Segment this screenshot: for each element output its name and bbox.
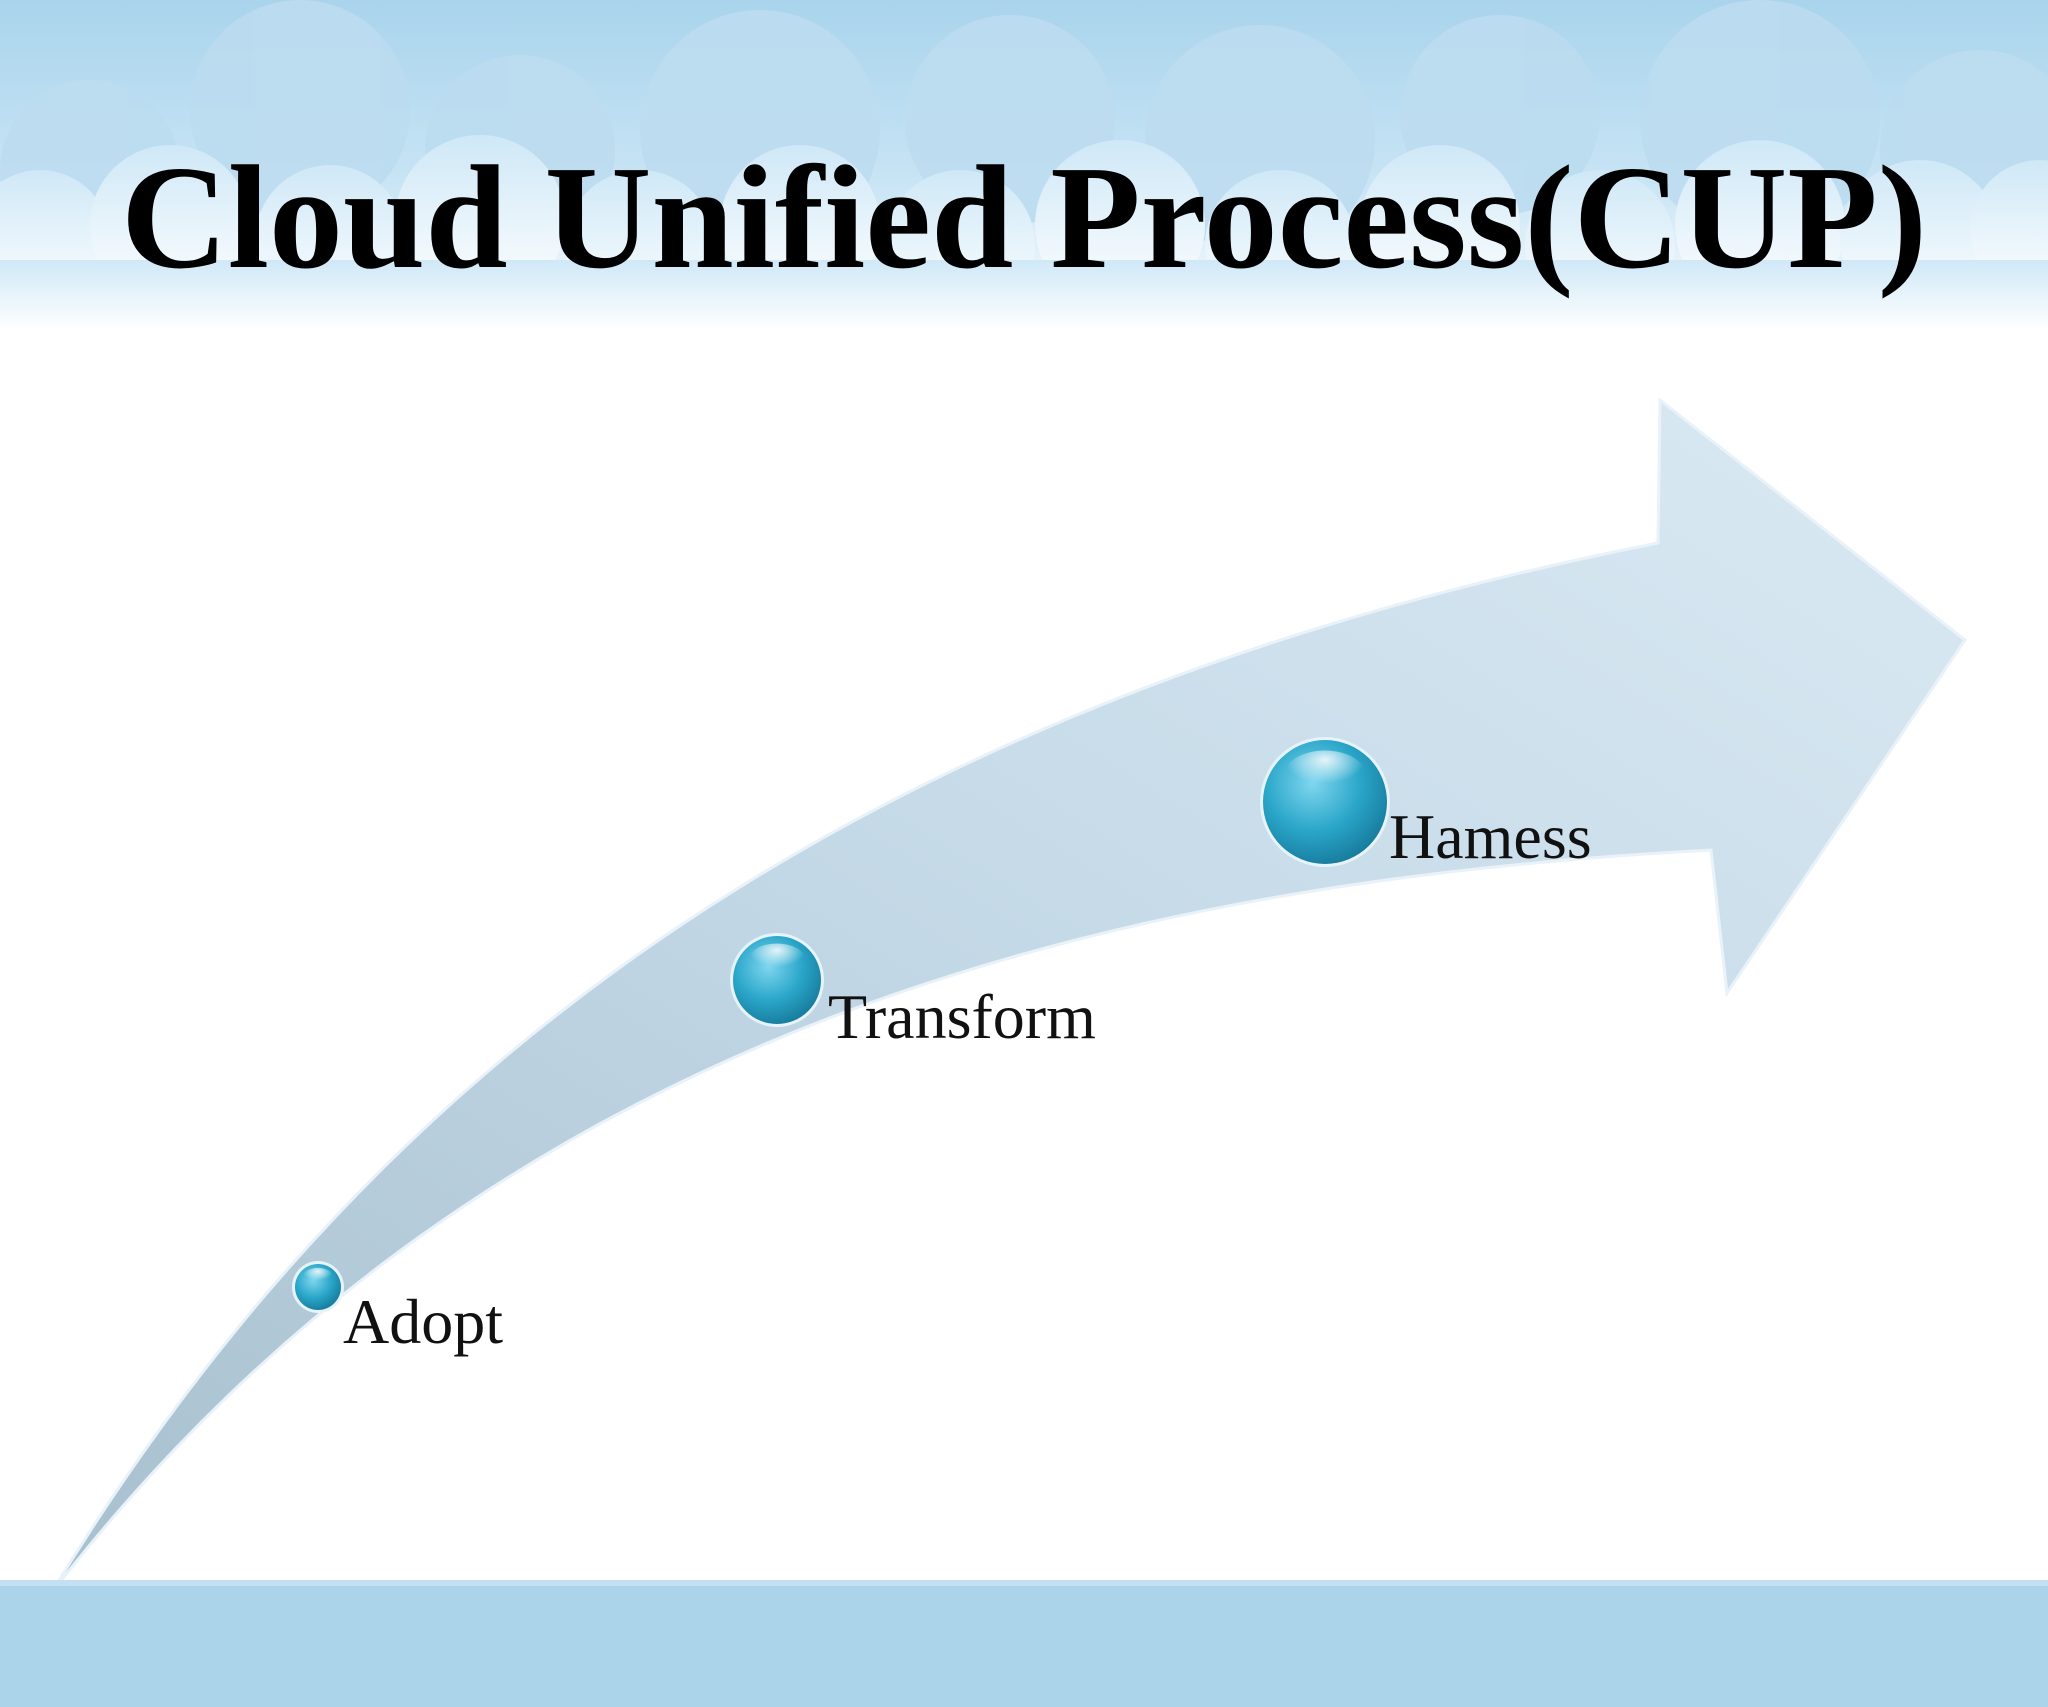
step-bubble-shine <box>748 943 805 976</box>
bottom-band <box>0 1580 2048 1707</box>
step-bubble-shine <box>303 1268 333 1285</box>
step-label: Adopt <box>343 1286 503 1357</box>
process-step-adopt: Adopt <box>292 1261 503 1357</box>
step-bubble-shine <box>1285 751 1366 798</box>
step-label: Hamess <box>1389 801 1592 872</box>
step-label: Transform <box>828 981 1096 1052</box>
